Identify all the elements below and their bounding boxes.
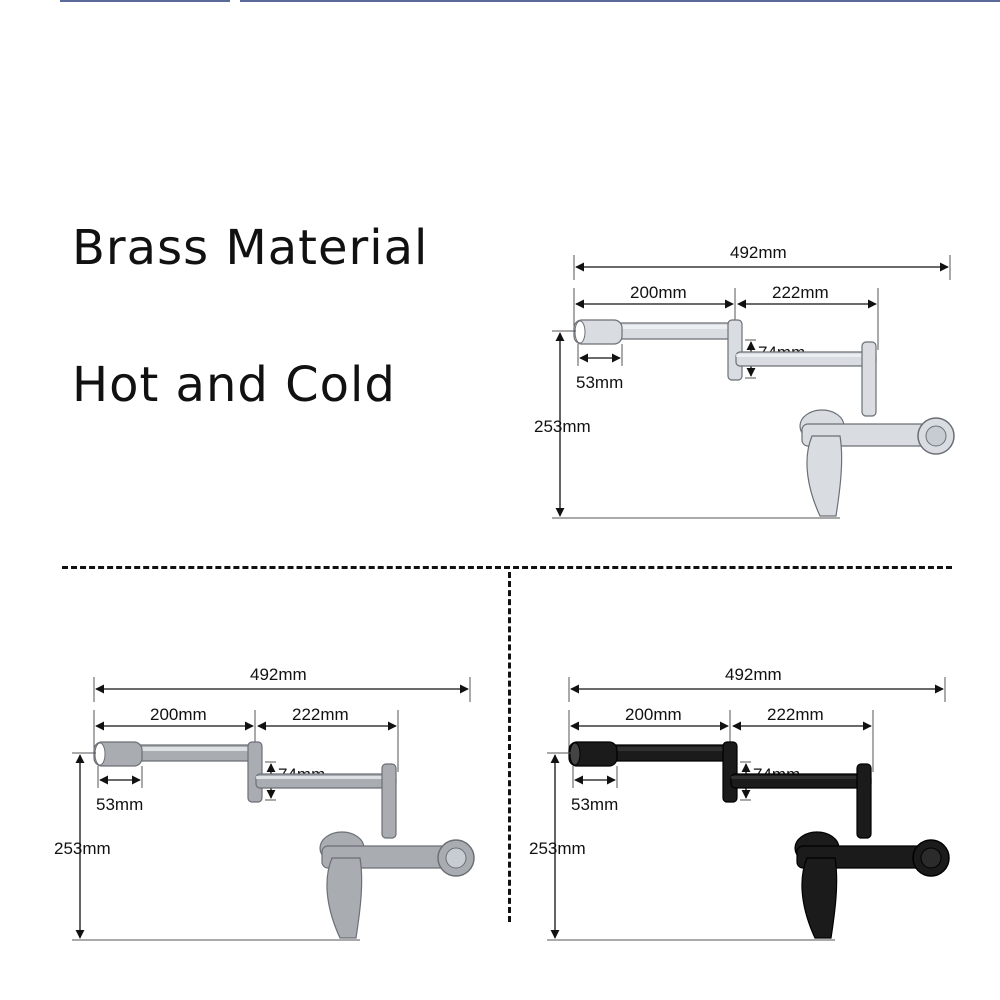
spout-highlight (96, 747, 254, 751)
faucet-diagram-black: 492mm200mm222mm74mm53mm253mm (529, 665, 950, 941)
horizontal-divider (62, 566, 952, 569)
lever-handle (326, 857, 363, 939)
faucet-diagram-chrome: 492mm200mm222mm74mm53mm253mm (534, 243, 955, 519)
label-total-width: 492mm (725, 665, 782, 684)
spout-highlight (571, 747, 729, 751)
wall-flange-inner (445, 847, 467, 869)
label-spout-length: 200mm (150, 705, 207, 724)
label-height: 253mm (54, 839, 111, 858)
vertical-divider (508, 572, 511, 922)
arm-highlight (731, 776, 871, 779)
label-arm-length: 222mm (767, 705, 824, 724)
elbow-joint-1 (247, 741, 263, 803)
top-border-right (240, 0, 1000, 2)
lever-handle (806, 435, 843, 517)
faucet-diagram-nickel: 492mm200mm222mm74mm53mm253mm (54, 665, 475, 941)
label-spout-length: 200mm (630, 283, 687, 302)
wall-flange-inner (925, 425, 947, 447)
label-height: 253mm (534, 417, 591, 436)
spout-outlet (574, 320, 586, 344)
label-spout-tip: 53mm (576, 373, 623, 392)
label-spout-tip: 53mm (571, 795, 618, 814)
spout-head (93, 741, 143, 767)
spout-outlet (94, 742, 106, 766)
spout-head (573, 319, 623, 345)
top-border-left (60, 0, 230, 2)
top-border (0, 0, 1000, 3)
label-spout-tip: 53mm (96, 795, 143, 814)
elbow-joint-2 (861, 341, 877, 417)
elbow-joint-1 (727, 319, 743, 381)
spout-highlight (576, 325, 734, 329)
spout-head (568, 741, 618, 767)
arm-highlight (736, 354, 876, 357)
elbow-joint-1 (722, 741, 738, 803)
lever-handle (801, 857, 838, 939)
label-total-width: 492mm (730, 243, 787, 262)
elbow-joint-2 (856, 763, 872, 839)
elbow-joint-2 (381, 763, 397, 839)
label-spout-length: 200mm (625, 705, 682, 724)
arm-highlight (256, 776, 396, 779)
label-arm-length: 222mm (292, 705, 349, 724)
heading-material: Brass Material (72, 220, 429, 276)
spout-outlet (569, 742, 581, 766)
label-total-width: 492mm (250, 665, 307, 684)
label-height: 253mm (529, 839, 586, 858)
heading-hot-cold: Hot and Cold (72, 357, 396, 413)
label-arm-length: 222mm (772, 283, 829, 302)
wall-flange-inner (920, 847, 942, 869)
